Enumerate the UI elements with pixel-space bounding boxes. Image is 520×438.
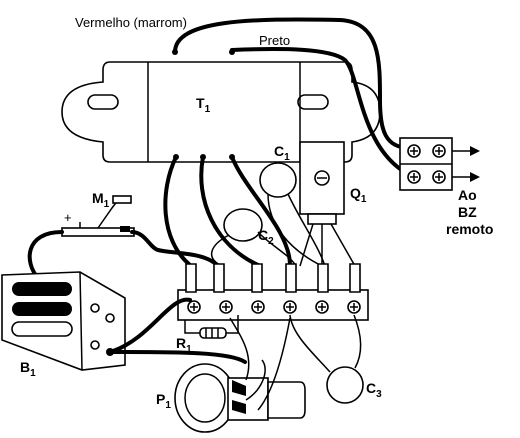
wire-secondary-1 — [163, 155, 192, 267]
capacitor-c3 — [289, 314, 364, 404]
wire-switch-to-battery — [27, 230, 64, 280]
resistor-r1 — [184, 315, 239, 339]
battery-b1-label: B1 — [20, 359, 36, 379]
capacitor-c1 — [259, 162, 326, 267]
wire-pot-to-strip-1 — [229, 317, 250, 381]
wire-pot-loop — [245, 359, 266, 401]
potentiometer-p1-label: P1 — [156, 391, 171, 411]
transformer-slot-left — [87, 94, 119, 110]
wire-secondary-2 — [199, 155, 260, 267]
wire-black-primary — [230, 47, 412, 177]
wire-red-primary — [173, 17, 412, 150]
wire-red-label: Vermelho (marrom) — [75, 15, 187, 30]
transformer-slot-right — [297, 94, 329, 110]
wire-black-label: Preto — [259, 33, 290, 48]
potentiometer-p1 — [174, 363, 306, 433]
output-arrows — [452, 146, 480, 182]
battery-pack-b1 — [1, 271, 126, 371]
output-terminal-block — [399, 137, 453, 191]
output-label-line1: Ao — [458, 187, 477, 203]
terminal-strip — [177, 263, 369, 321]
switch-m1-label: M1 — [92, 190, 110, 210]
wire-pot-to-strip-2 — [257, 317, 291, 411]
transistor-q1-label: Q1 — [350, 185, 367, 205]
switch-m1 — [61, 195, 135, 237]
capacitor-c2-label: C2 — [258, 227, 274, 247]
transformer-label: T1 — [196, 95, 211, 115]
wire-battery-to-pot — [108, 350, 247, 364]
wire-secondary-3 — [230, 155, 292, 267]
transistor-q1 — [299, 141, 356, 267]
capacitor-c1-label: C1 — [274, 143, 290, 163]
output-label-line3: remoto — [446, 221, 493, 237]
wire-switch-to-strip — [130, 230, 220, 268]
capacitor-c3-label: C3 — [366, 380, 382, 400]
output-label-line2: BZ — [458, 204, 477, 220]
wire-battery-to-strip — [108, 297, 192, 354]
resistor-r1-label: R1 — [176, 335, 192, 355]
switch-plus-label: + — [64, 210, 72, 225]
